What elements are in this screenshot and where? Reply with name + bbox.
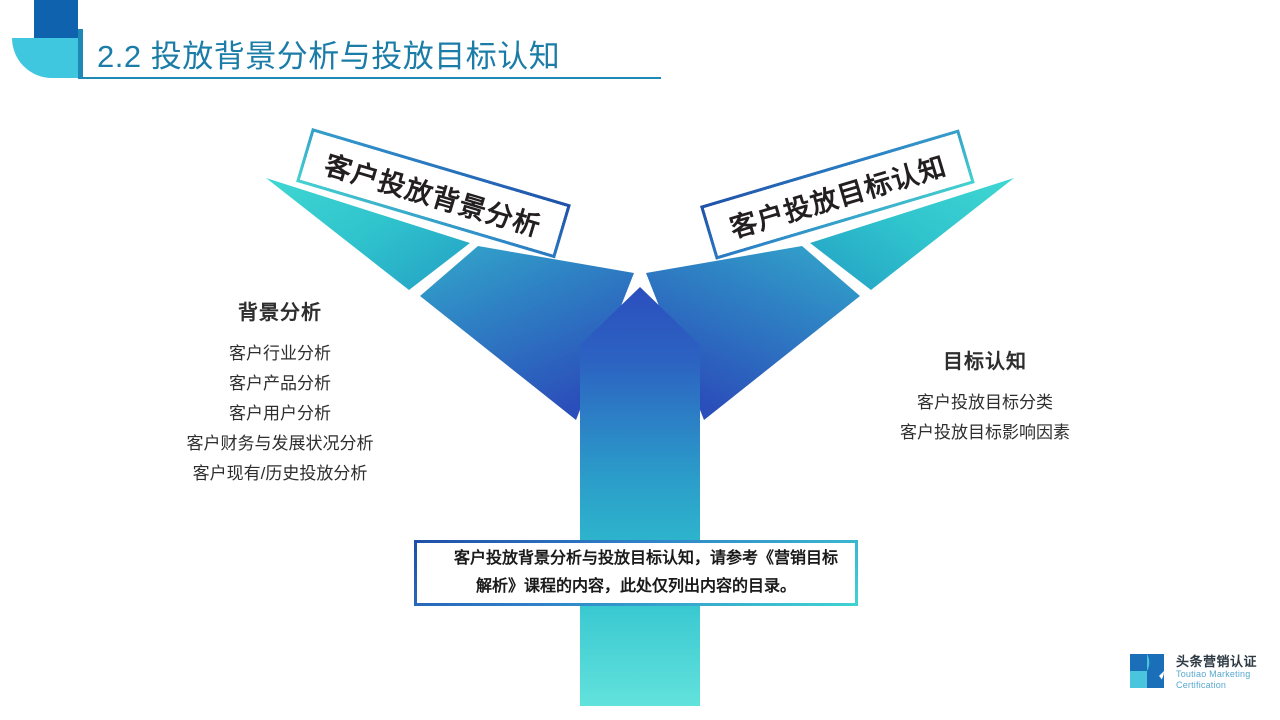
- page-title-underline: [78, 77, 661, 79]
- banner-right-label: 客户投放目标认知: [726, 150, 950, 244]
- list-item: 客户现有/历史投放分析: [192, 464, 368, 483]
- banner-right: 客户投放目标认知: [700, 129, 975, 260]
- callout-box: 客户投放背景分析与投放目标认知，请参考《营销目标解析》课程的内容，此处仅列出内容…: [414, 540, 858, 606]
- list-item: 客户产品分析: [229, 374, 331, 393]
- background-analysis-title: 背景分析: [238, 302, 322, 324]
- brand-logo-text: 头条营销认证 Toutiao Marketing Certification: [1176, 654, 1257, 691]
- left-arm-shaft: [420, 246, 634, 420]
- background-analysis-group: 背景分析 客户行业分析 客户产品分析 客户用户分析 客户财务与发展状况分析 客户…: [135, 296, 425, 489]
- center-stem-arrow: [580, 287, 700, 706]
- corner-decoration-top-block: [34, 0, 78, 38]
- corner-decoration-quarter-circle: [12, 38, 78, 78]
- brand-name-en-line1: Toutiao Marketing: [1176, 668, 1251, 679]
- right-arm-shaft: [646, 246, 860, 420]
- banner-left-label: 客户投放背景分析: [321, 149, 545, 242]
- corner-decoration: [12, 0, 78, 78]
- page-title-text: 2.2 投放背景分析与投放目标认知: [97, 38, 561, 74]
- brand-logo: 头条营销认证 Toutiao Marketing Certification: [1128, 652, 1257, 692]
- callout-text: 客户投放背景分析与投放目标认知，请参考《营销目标解析》课程的内容，此处仅列出内容…: [453, 550, 838, 595]
- list-item: 客户投放目标分类: [917, 393, 1053, 412]
- goal-cognition-title: 目标认知: [943, 351, 1027, 373]
- goal-cognition-group: 目标认知 客户投放目标分类 客户投放目标影响因素: [840, 345, 1130, 448]
- list-item: 客户用户分析: [229, 404, 331, 423]
- banner-left: 客户投放背景分析: [296, 128, 571, 259]
- brand-name-en-line2: Certification: [1176, 679, 1227, 690]
- page-title: 2.2 投放背景分析与投放目标认知: [78, 29, 560, 77]
- toutiao-logo-mark-icon: [1130, 654, 1164, 688]
- list-item: 客户投放目标影响因素: [900, 423, 1070, 442]
- list-item: 客户财务与发展状况分析: [186, 434, 374, 453]
- list-item: 客户行业分析: [229, 344, 331, 363]
- brand-name-cn: 头条营销认证: [1176, 653, 1258, 669]
